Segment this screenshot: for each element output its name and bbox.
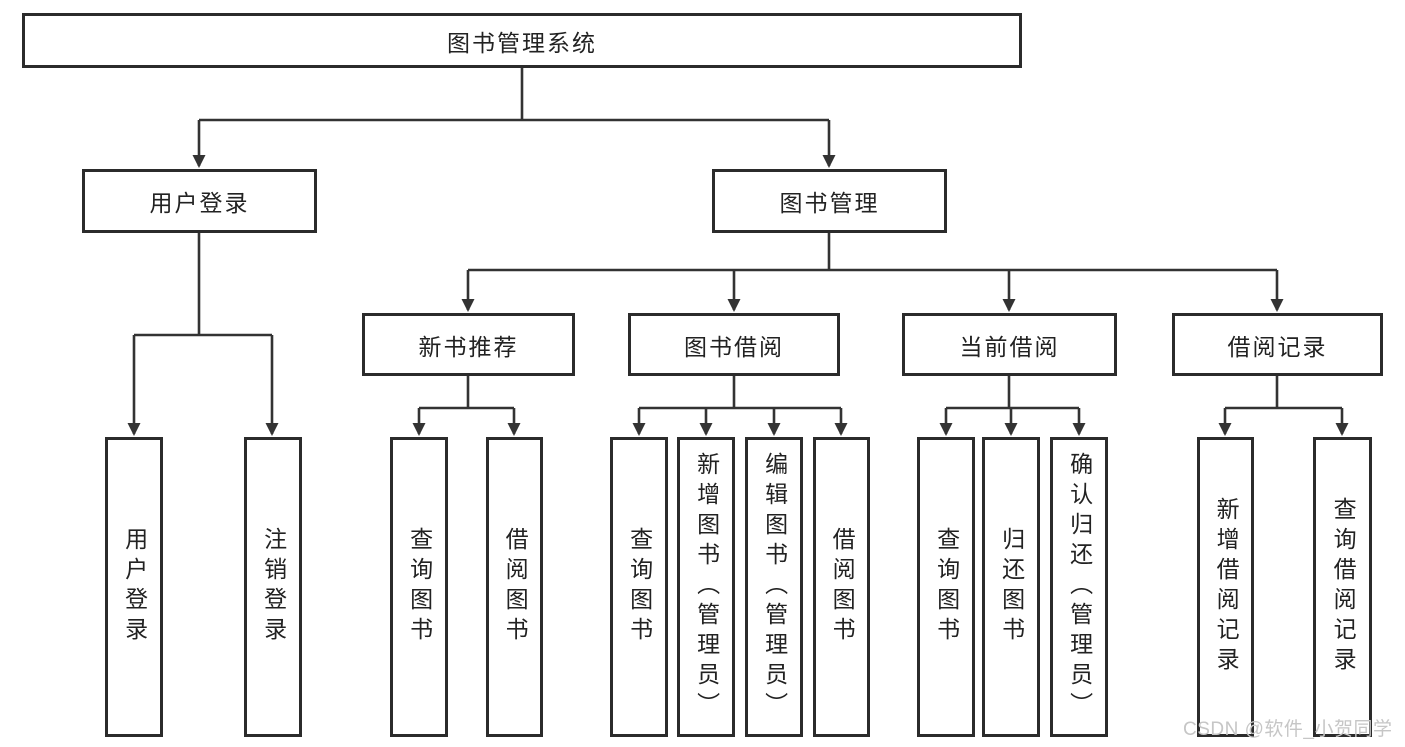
node-book-management: 图书管理 bbox=[712, 169, 947, 233]
leaf-logout: 注销登录 bbox=[244, 437, 302, 737]
leaf-borrow-books-1: 借阅图书 bbox=[486, 437, 543, 737]
leaf-user-login: 用户登录 bbox=[105, 437, 163, 737]
leaf-query-books-1: 查询图书 bbox=[390, 437, 448, 737]
node-user-login: 用户登录 bbox=[82, 169, 317, 233]
node-library-management-system: 图书管理系统 bbox=[22, 13, 1022, 68]
leaf-borrow-books-2: 借阅图书 bbox=[813, 437, 870, 737]
watermark: CSDN @软件_小贺同学 bbox=[1183, 719, 1393, 740]
leaf-query-borrow-record: 查询借阅记录 bbox=[1313, 437, 1372, 737]
leaf-add-book-admin: 新增图书（管理员） bbox=[677, 437, 735, 737]
node-current-borrow: 当前借阅 bbox=[902, 313, 1117, 376]
leaf-query-books-3: 查询图书 bbox=[917, 437, 975, 737]
leaf-add-borrow-record: 新增借阅记录 bbox=[1197, 437, 1254, 737]
leaf-return-book: 归还图书 bbox=[982, 437, 1040, 737]
node-new-book-recommend: 新书推荐 bbox=[362, 313, 575, 376]
node-borrow-records: 借阅记录 bbox=[1172, 313, 1383, 376]
leaf-edit-book-admin: 编辑图书（管理员） bbox=[745, 437, 803, 737]
leaf-confirm-return-admin: 确认归还（管理员） bbox=[1050, 437, 1108, 737]
leaf-query-books-2: 查询图书 bbox=[610, 437, 668, 737]
node-book-borrow: 图书借阅 bbox=[628, 313, 840, 376]
